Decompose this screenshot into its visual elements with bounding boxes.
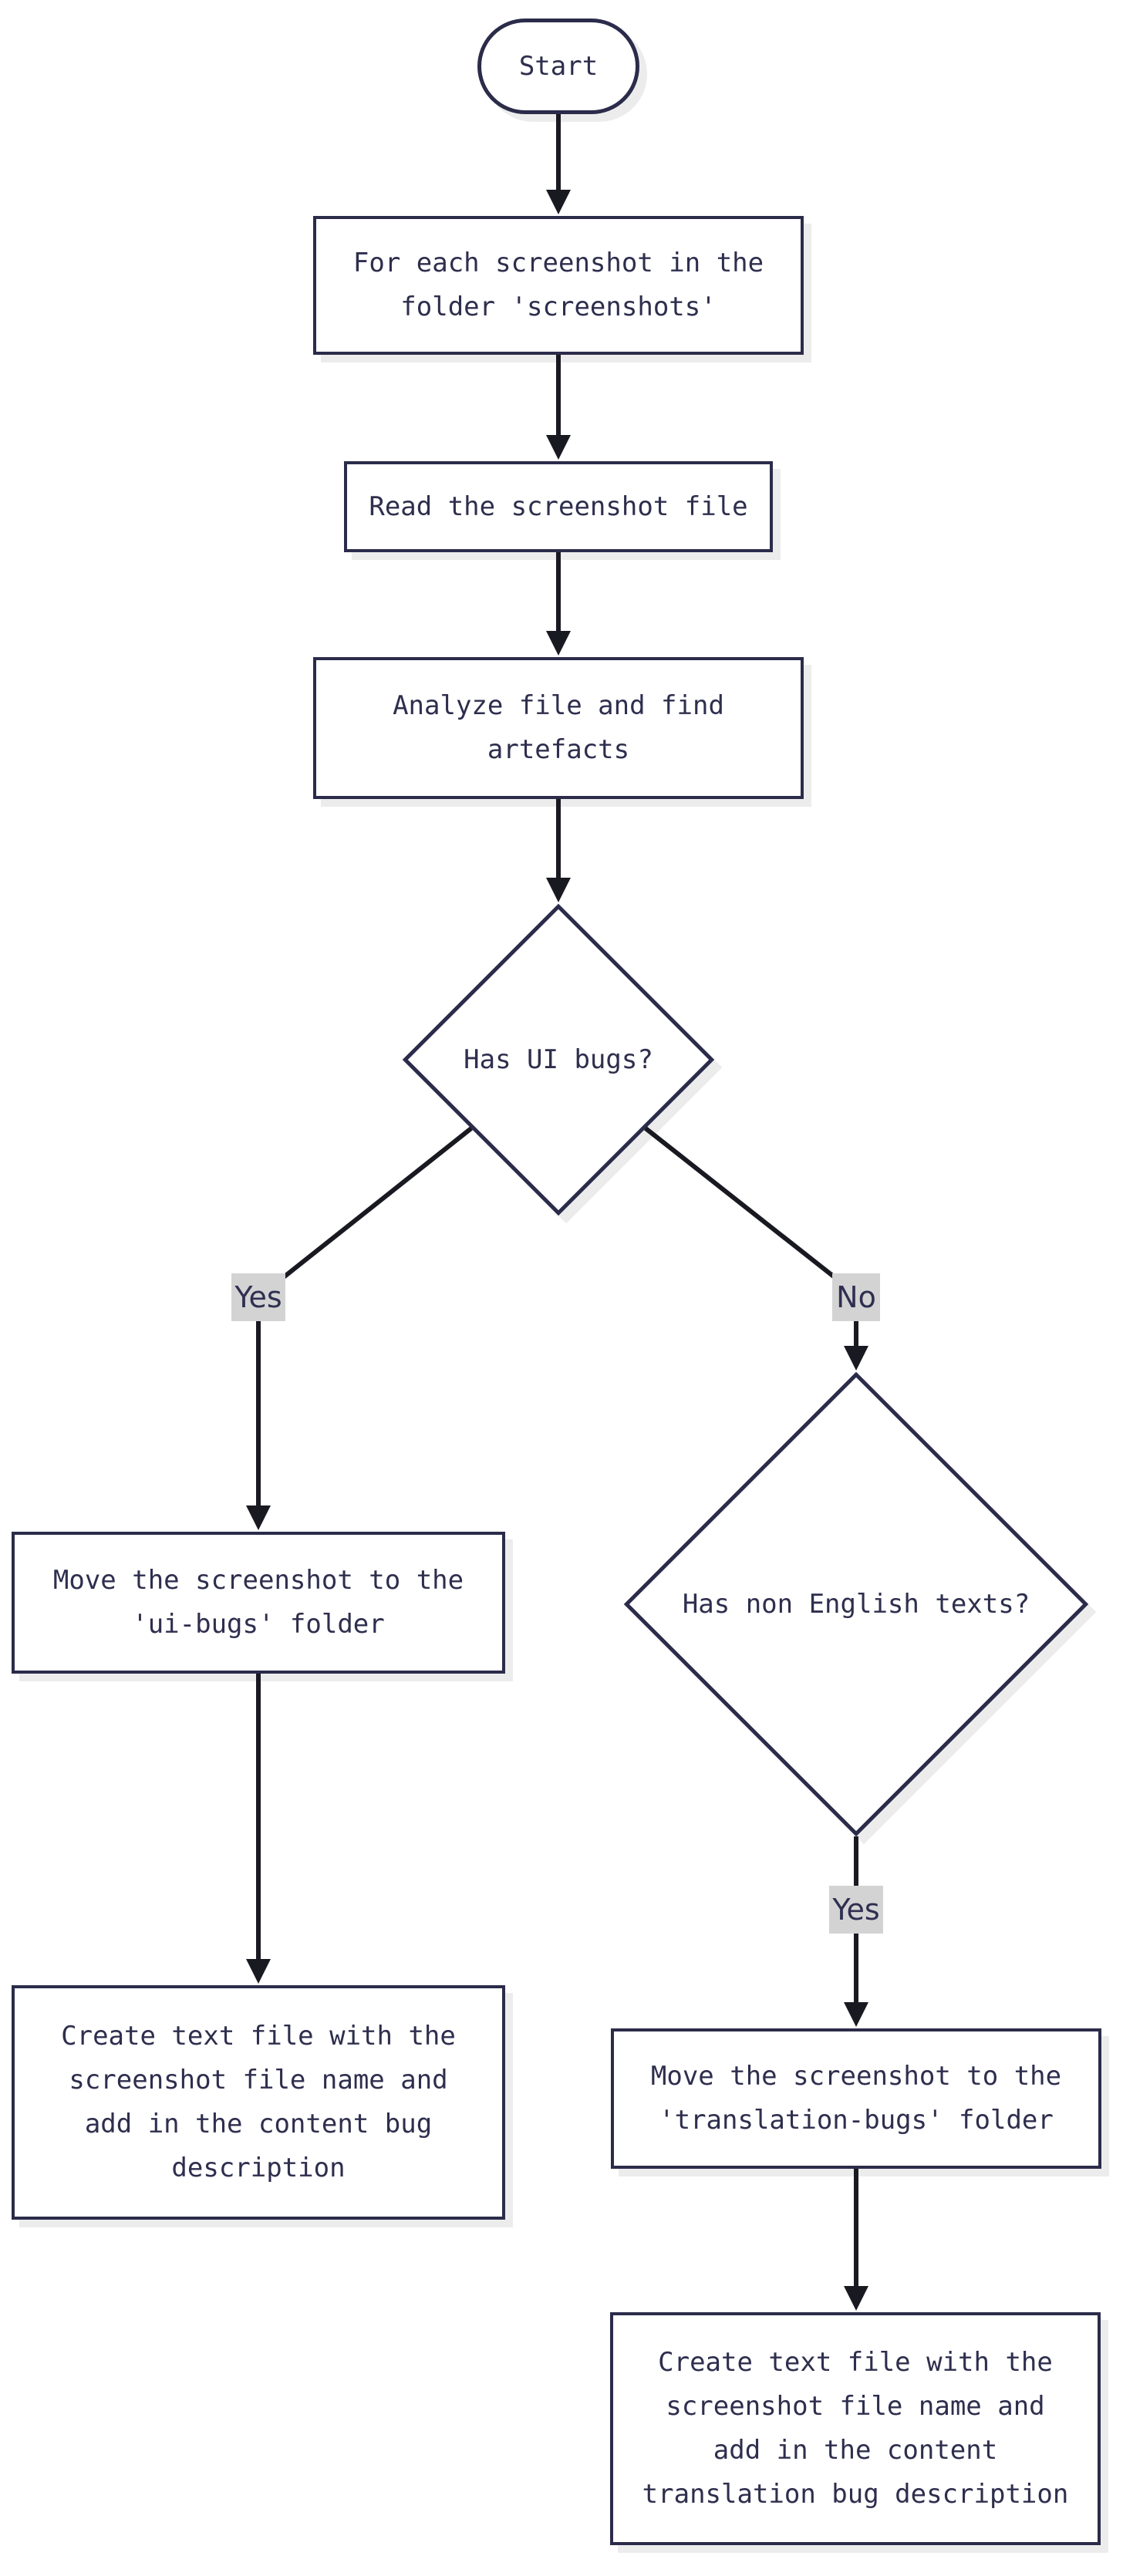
node-foreach-screenshot: For each screenshot in the folder 'scree… xyxy=(313,216,804,355)
decision-has-non-english-texts: Has non English texts? xyxy=(623,1371,1089,1837)
edge-label-yes-1: Yes xyxy=(231,1273,285,1321)
node-move-to-ui-bugs: Move the screenshot to the 'ui-bugs' fol… xyxy=(12,1532,505,1674)
node-analyze-file: Analyze file and find artefacts xyxy=(313,657,804,799)
node-create-bug-description-file: Create text file with the screenshot fil… xyxy=(12,1985,505,2220)
node-create-translation-bug-file: Create text file with the screenshot fil… xyxy=(610,2312,1101,2545)
node-read-screenshot: Read the screenshot file xyxy=(344,461,773,552)
node-foreach-screenshot-label: For each screenshot in the folder 'scree… xyxy=(352,248,764,322)
arrowhead-move-translation xyxy=(844,2002,868,2027)
node-create-bug-description-file-label: Create text file with the screenshot fil… xyxy=(61,2021,456,2183)
decision-has-non-english-texts-label: Has non English texts? xyxy=(682,1588,1030,1620)
arrowhead-has-non-english xyxy=(844,1346,868,1371)
arrowhead-foreach xyxy=(546,190,571,214)
arrowhead-analyze xyxy=(546,631,571,656)
decision-has-ui-bugs: Has UI bugs? xyxy=(402,903,715,1216)
arrowhead-read xyxy=(546,435,571,460)
node-start: Start xyxy=(477,19,639,114)
edge-label-yes-2: Yes xyxy=(829,1886,883,1934)
arrowhead-has-ui-bugs xyxy=(546,878,571,902)
node-move-to-translation-bugs-label: Move the screenshot to the 'translation-… xyxy=(650,2061,1062,2136)
arrowhead-create-ui xyxy=(246,1959,271,1984)
node-move-to-translation-bugs: Move the screenshot to the 'translation-… xyxy=(611,2028,1101,2169)
arrowhead-create-translation xyxy=(844,2286,868,2311)
arrowhead-move-ui xyxy=(246,1505,271,1530)
decision-has-ui-bugs-label: Has UI bugs? xyxy=(464,1044,653,1075)
node-create-translation-bug-file-label: Create text file with the screenshot fil… xyxy=(642,2347,1069,2510)
edge-label-no-1: No xyxy=(832,1273,880,1321)
node-move-to-ui-bugs-label: Move the screenshot to the 'ui-bugs' fol… xyxy=(52,1565,464,1640)
node-start-label: Start xyxy=(518,50,599,82)
node-analyze-file-label: Analyze file and find artefacts xyxy=(393,690,724,765)
node-read-screenshot-label: Read the screenshot file xyxy=(369,491,748,522)
